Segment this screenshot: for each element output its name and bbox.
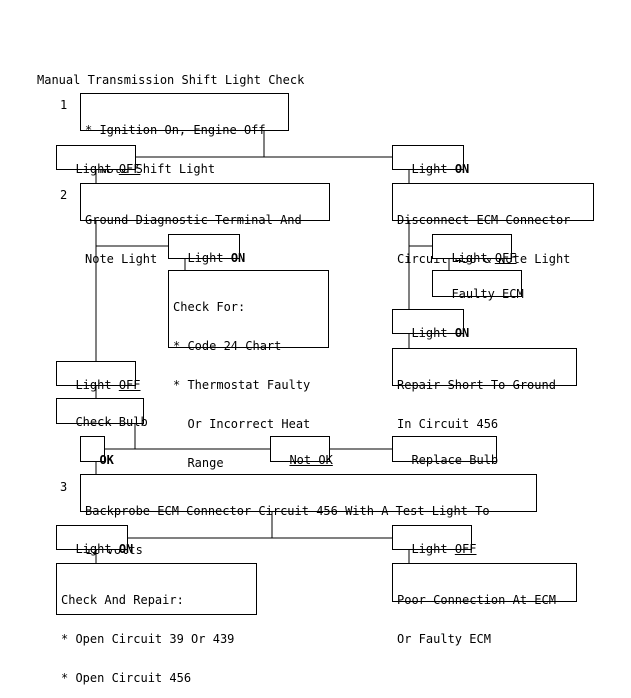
not-ok-text: Not OK <box>289 453 333 467</box>
light-label: Light <box>187 251 231 265</box>
check-and-repair-box: Check And Repair: * Open Circuit 39 Or 4… <box>56 563 257 685</box>
light-state-off: OFF <box>118 162 141 176</box>
poor-connection-line-2: Or Faulty ECM <box>397 632 491 646</box>
ok-text: OK <box>99 453 114 467</box>
step-number-1: 1 <box>60 98 68 112</box>
light-state-off: OFF <box>454 542 477 556</box>
step2-box: Ground Diagnostic Terminal And Note Ligh… <box>80 183 330 266</box>
light-state-on: ON <box>118 542 134 556</box>
light-state-on: ON <box>454 326 470 340</box>
light-off-box-3: Light OFF <box>392 525 477 556</box>
repair-short-line-1: Repair Short To Ground <box>397 378 556 392</box>
light-on-box-1: Light ON <box>392 145 469 176</box>
light-off-box-2: Light OFF <box>56 361 141 392</box>
light-state-on: ON <box>230 251 246 265</box>
poor-connection-line-1: Poor Connection At ECM <box>397 593 556 607</box>
step2-line-2: Note Light <box>85 252 158 266</box>
step2-line-1: Ground Diagnostic Terminal And <box>85 213 302 227</box>
light-label: Light <box>411 326 455 340</box>
check-for-line-3: * Thermostat Faulty <box>173 378 311 392</box>
light-label: Light <box>411 162 455 176</box>
light-label: Light <box>451 251 495 265</box>
step1-box: * Ignition On, Engine Off * Note Shift L… <box>80 93 289 176</box>
check-bulb-box: Check Bulb <box>56 398 148 429</box>
light-label: Light <box>75 542 119 556</box>
replace-bulb-box: Replace Bulb <box>392 436 498 467</box>
disconnect-line-1: Disconnect ECM Connector <box>397 213 571 227</box>
light-on-box-right: Light ON <box>392 309 469 340</box>
check-bulb-text: Check Bulb <box>75 415 148 429</box>
check-for-line-1: Check For: <box>173 300 246 314</box>
disconnect-ecm-box: Disconnect ECM Connector Circuit 456 & N… <box>392 183 594 266</box>
light-state-on: ON <box>454 162 470 176</box>
repair-short-line-2: In Circuit 456 <box>397 417 499 431</box>
step3-box: Backprobe ECM Connector Circuit 456 With… <box>80 474 537 557</box>
check-for-box: Check For: * Code 24 Chart * Thermostat … <box>168 270 329 470</box>
check-for-line-4: Or Incorrect Heat <box>173 417 311 431</box>
step1-line-1: * Ignition On, Engine Off <box>85 123 266 137</box>
light-off-box-1: Light OFF <box>56 145 141 176</box>
check-repair-line-1: Check And Repair: <box>61 593 184 607</box>
light-label: Light <box>75 162 119 176</box>
light-label: Light <box>75 378 119 392</box>
step3-line-1: Backprobe ECM Connector Circuit 456 With… <box>85 504 490 518</box>
check-repair-line-3: * Open Circuit 456 <box>61 671 192 685</box>
light-state-off: OFF <box>118 378 141 392</box>
light-on-box-2: Light ON <box>168 234 245 265</box>
light-on-box-3: Light ON <box>56 525 133 556</box>
page-title: Manual Transmission Shift Light Check <box>37 73 305 87</box>
check-for-line-2: * Code 24 Chart <box>173 339 282 353</box>
faulty-ecm-box: Faulty ECM <box>432 270 524 301</box>
step-number-3: 3 <box>60 480 68 494</box>
light-off-box-right: Light OFF <box>432 234 517 265</box>
step-number-2: 2 <box>60 188 68 202</box>
ok-box: OK <box>80 436 114 467</box>
poor-connection-box: Poor Connection At ECM Or Faulty ECM <box>392 563 577 646</box>
check-for-line-5: Range <box>173 456 224 470</box>
replace-bulb-text: Replace Bulb <box>411 453 499 467</box>
check-repair-line-2: * Open Circuit 39 Or 439 <box>61 632 235 646</box>
faulty-ecm-text: Faulty ECM <box>451 287 524 301</box>
light-state-off: OFF <box>494 251 517 265</box>
light-label: Light <box>411 542 455 556</box>
not-ok-box: Not OK <box>270 436 333 467</box>
repair-short-box: Repair Short To Ground In Circuit 456 <box>392 348 577 431</box>
